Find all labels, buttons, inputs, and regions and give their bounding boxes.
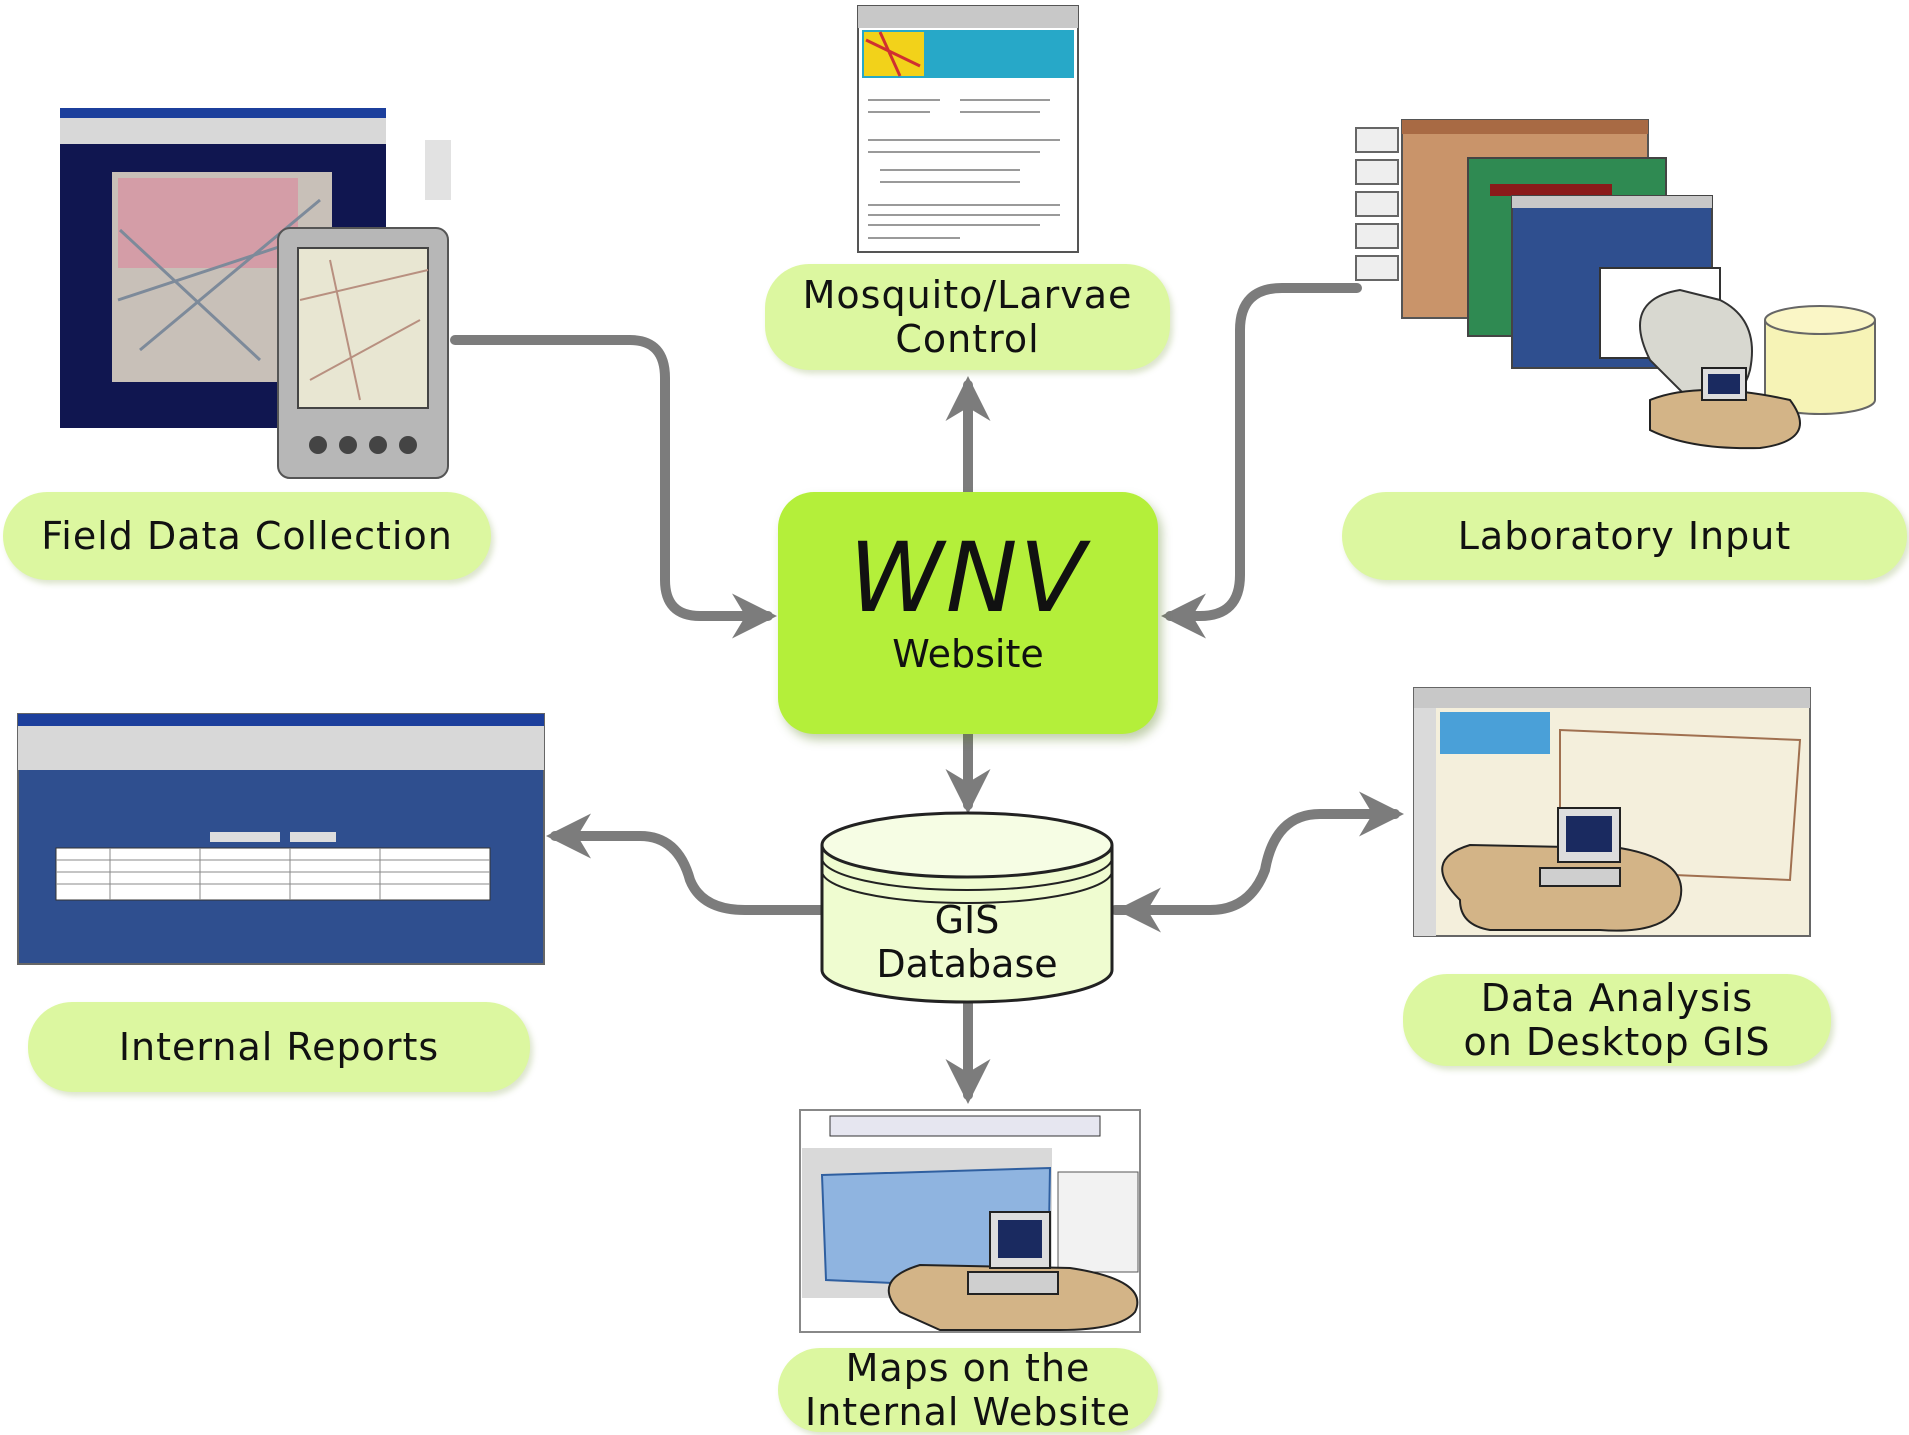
data-analysis-thumbnail <box>1413 687 1811 937</box>
field-label-text: Field Data Collection <box>41 514 453 558</box>
database-cylinder <box>820 811 1114 1004</box>
internal-reports-thumbnail <box>17 713 545 965</box>
field-collection-thumbnail <box>60 108 451 479</box>
maps-internal-website-label: Maps on the Internal Website <box>778 1346 1158 1434</box>
arrow-field-to-website <box>450 335 777 639</box>
mosquito-control-label: Mosquito/Larvae Control <box>765 264 1170 370</box>
laboratory-input-label: Laboratory Input <box>1342 492 1907 580</box>
arrow-lab-to-website <box>1161 283 1362 639</box>
maps-label-line1: Maps on the <box>845 1346 1091 1390</box>
reports-label-text: Internal Reports <box>118 1025 440 1069</box>
wnv-website-node: WNV Website <box>778 492 1158 734</box>
database-label-line2: Database <box>876 942 1058 986</box>
hub-subtitle: Website <box>892 632 1044 676</box>
analysis-label-line2: on Desktop GIS <box>1463 1020 1771 1064</box>
laboratory-thumbnail <box>1355 119 1876 450</box>
hub-title: WNV <box>848 522 1088 634</box>
analysis-label-line1: Data Analysis <box>1480 976 1754 1020</box>
mosquito-thumbnail <box>857 5 1079 253</box>
maps-label-line2: Internal Website <box>804 1390 1131 1434</box>
database-label: GIS Database <box>822 898 1112 986</box>
laboratory-label-text: Laboratory Input <box>1457 514 1792 558</box>
internal-reports-label: Internal Reports <box>28 1002 530 1092</box>
mosquito-label-line2: Control <box>895 317 1040 361</box>
field-data-collection-label: Field Data Collection <box>3 492 491 580</box>
arrow-database-to-reports <box>546 813 827 915</box>
data-analysis-label: Data Analysis on Desktop GIS <box>1403 974 1831 1066</box>
mosquito-label-line1: Mosquito/Larvae <box>802 273 1133 317</box>
arrow-database-to-analysis <box>1110 791 1404 915</box>
maps-thumbnail <box>799 1109 1141 1333</box>
database-label-line1: GIS <box>934 898 1000 942</box>
